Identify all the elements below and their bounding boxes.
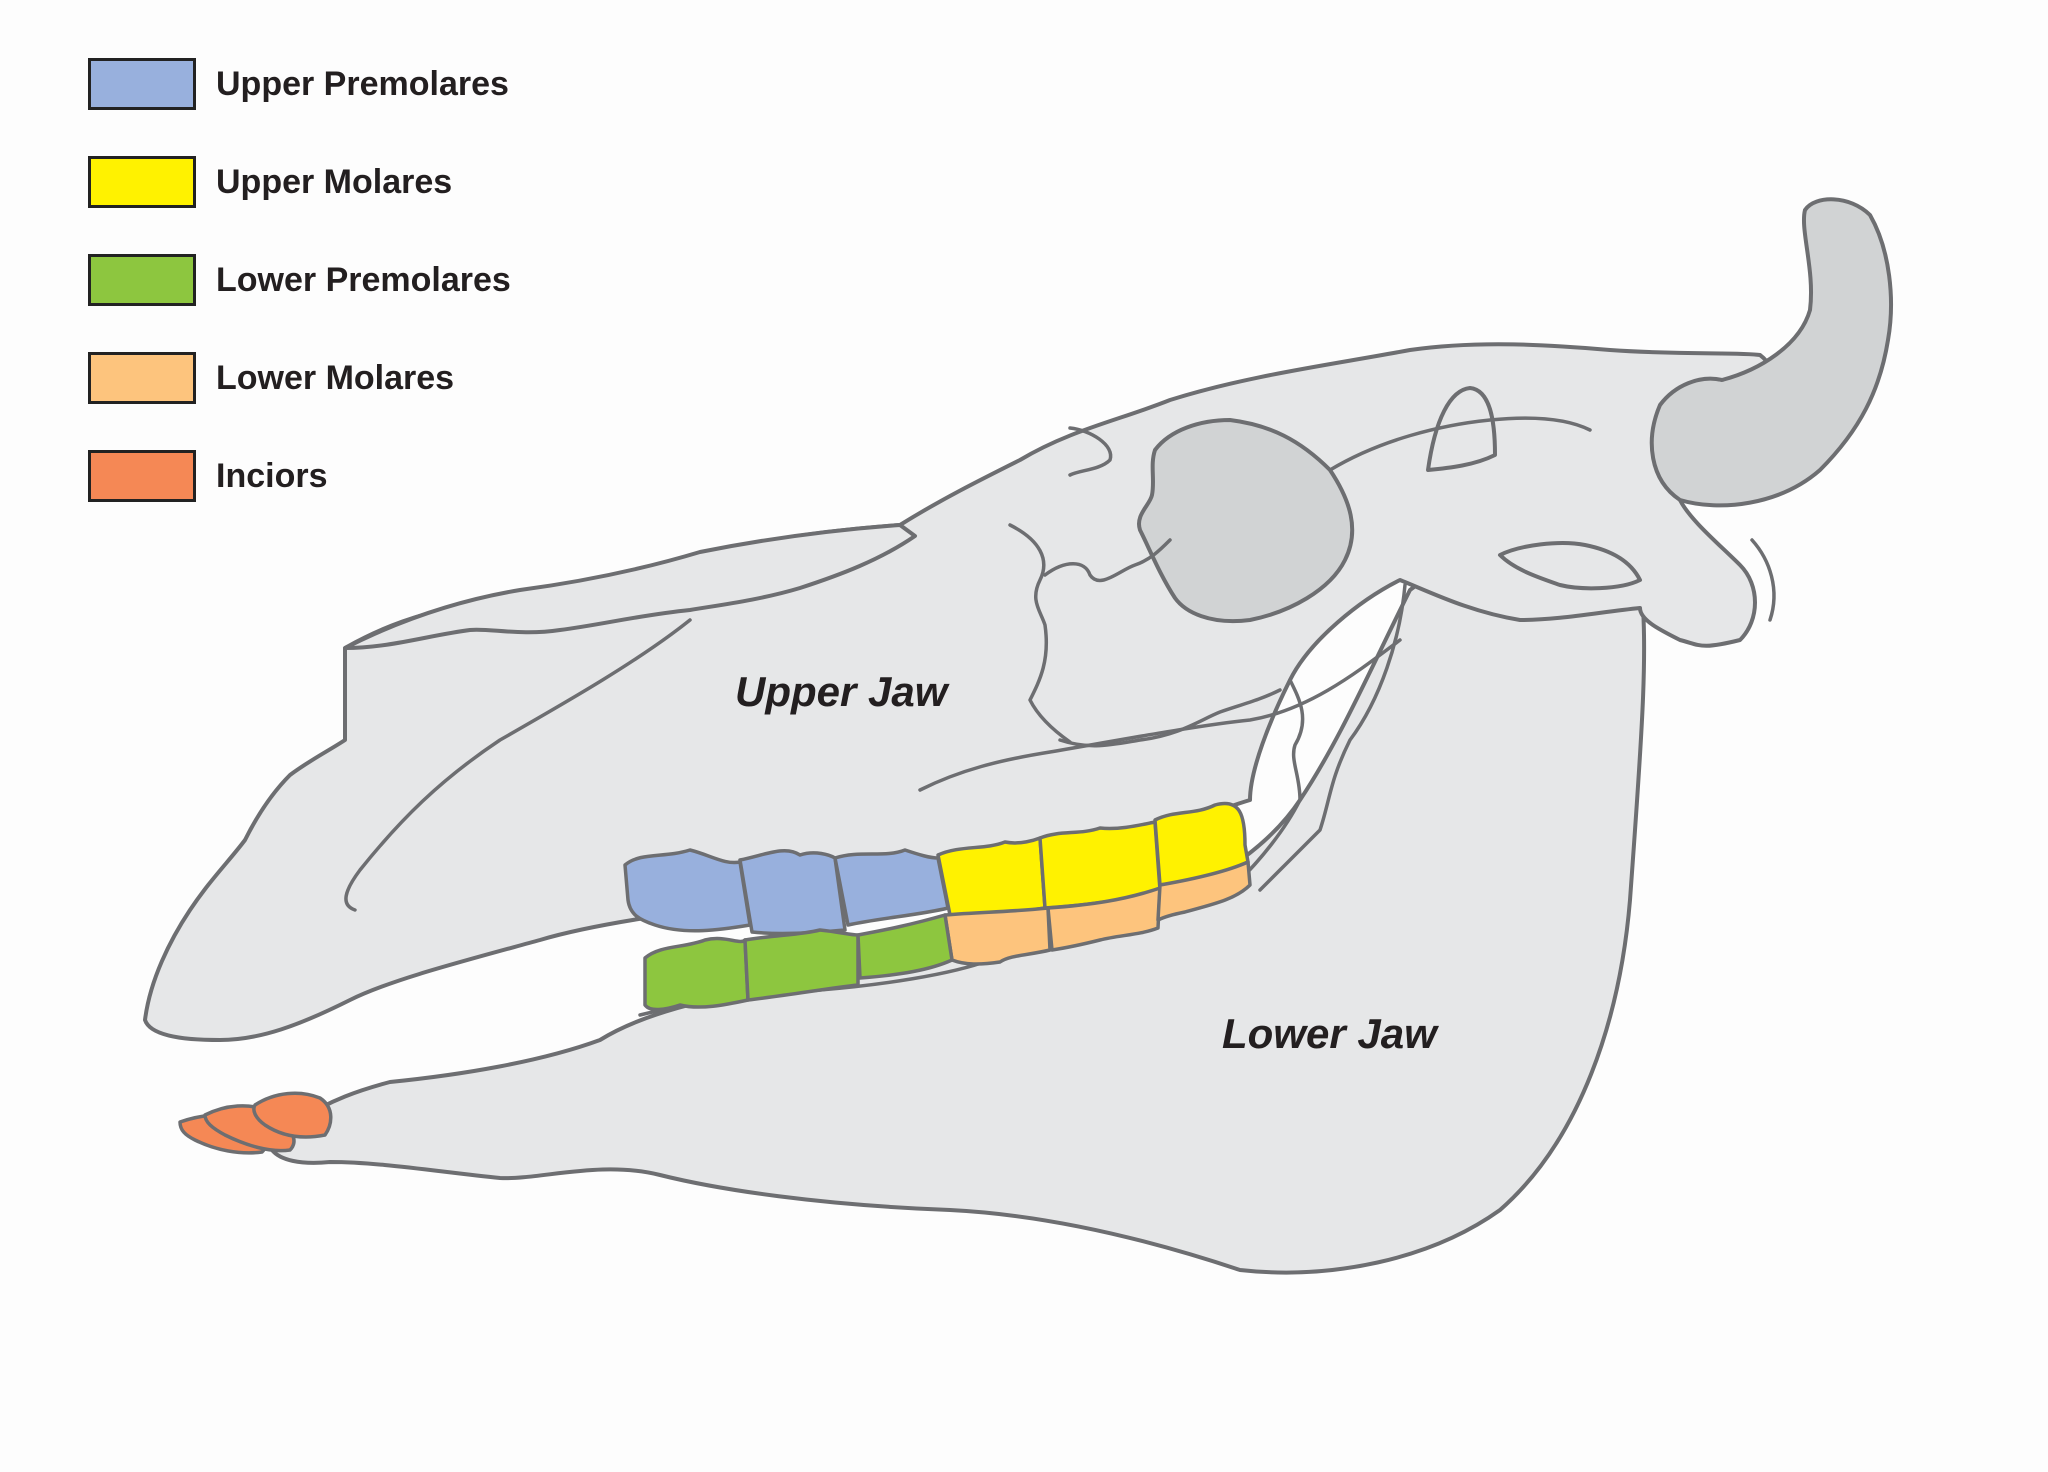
legend-swatch-lower-premolares bbox=[88, 254, 196, 306]
legend-label-upper-molares: Upper Molares bbox=[216, 163, 453, 201]
incisor-3 bbox=[252, 1091, 333, 1139]
lower-molar-1 bbox=[943, 906, 1052, 966]
suture-ramus-2 bbox=[1258, 583, 1407, 892]
legend-item-upper-molares: Upper Molares bbox=[88, 156, 608, 214]
suture-brow bbox=[1328, 416, 1592, 472]
legend-item-lower-premolares: Lower Premolares bbox=[88, 254, 608, 312]
legend-swatch-lower-molares bbox=[88, 352, 196, 404]
lower-premolar-1 bbox=[643, 936, 750, 1012]
legend-label-inciors: Inciors bbox=[216, 457, 328, 495]
legend-swatch-upper-premolares bbox=[88, 58, 196, 110]
lower-molar-2 bbox=[1046, 886, 1162, 952]
legend-item-lower-molares: Lower Molares bbox=[88, 352, 608, 410]
legend-label-lower-premolares: Lower Premolares bbox=[216, 261, 511, 299]
upper-molar-1 bbox=[936, 836, 1047, 917]
nasal-bone bbox=[343, 523, 917, 650]
legend-label-upper-premolares: Upper Premolares bbox=[216, 65, 509, 103]
legend-swatch-inciors bbox=[88, 450, 196, 502]
horn bbox=[1649, 197, 1893, 508]
upper-premolar-2 bbox=[738, 848, 847, 936]
suture-ramus bbox=[1238, 678, 1305, 882]
upper-premolar-1 bbox=[623, 848, 752, 933]
legend-label-lower-molares: Lower Molares bbox=[216, 359, 455, 397]
suture-cheek bbox=[1043, 538, 1172, 583]
legend-item-upper-premolares: Upper Premolares bbox=[88, 58, 608, 116]
suture-facial bbox=[1068, 426, 1113, 477]
legend-item-inciors: Inciors bbox=[88, 450, 608, 508]
upper-jaw-label: Upper Jaw bbox=[735, 668, 948, 715]
lower-premolar-3 bbox=[856, 913, 954, 980]
suture-process bbox=[1750, 538, 1776, 622]
suture-maxilla-1 bbox=[344, 618, 692, 912]
upper-skull-bone bbox=[143, 342, 1777, 1042]
lower-molar-3 bbox=[1156, 860, 1252, 922]
suture-lower-arch bbox=[1058, 688, 1282, 748]
suture-maxilla-2 bbox=[1008, 523, 1072, 744]
eye-socket bbox=[1137, 418, 1355, 623]
occipital-condyle bbox=[1498, 541, 1642, 591]
legend-swatch-upper-molares bbox=[88, 156, 196, 208]
lower-premolar-2 bbox=[743, 928, 860, 1002]
suture-zygomatic-arch bbox=[918, 638, 1402, 792]
upper-premolar-3 bbox=[833, 848, 950, 927]
lower-jaw-label: Lower Jaw bbox=[1222, 1010, 1437, 1057]
temporal-opening bbox=[1426, 386, 1497, 472]
